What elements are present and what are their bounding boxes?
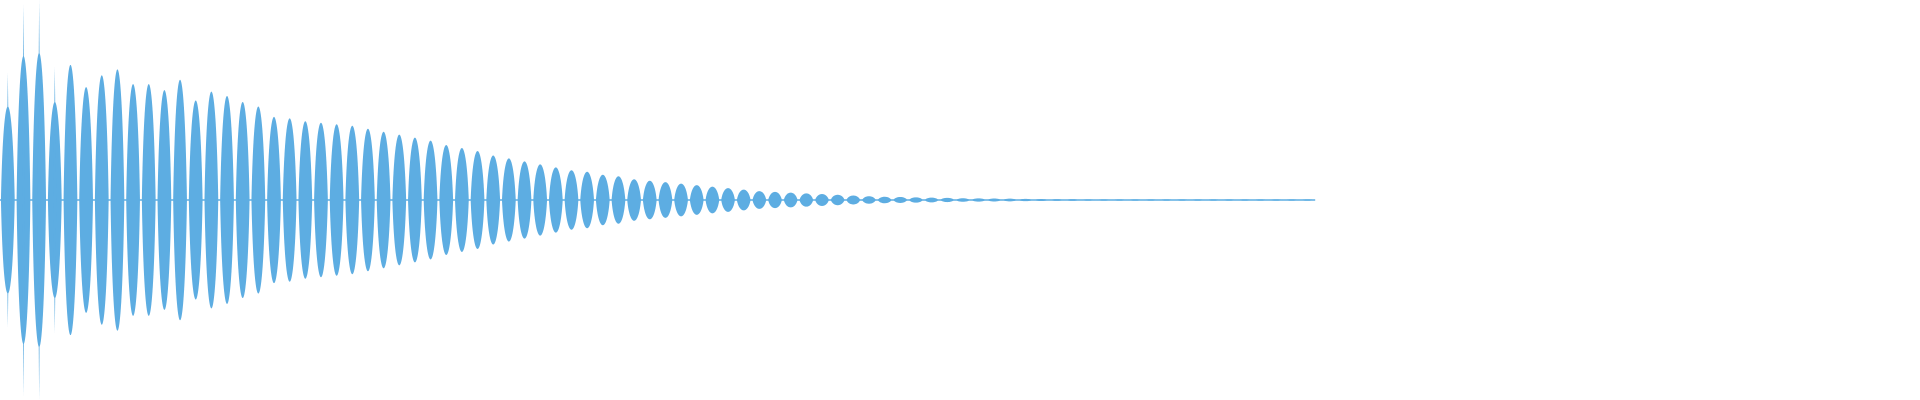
waveform-lobe	[94, 75, 109, 325]
waveform-lobe	[376, 131, 391, 269]
waveform-lobe	[361, 128, 375, 272]
waveform-lobe	[564, 170, 579, 230]
waveform-lobe	[533, 164, 548, 236]
waveform-lobe	[830, 194, 845, 206]
waveform-spike	[37, 0, 41, 400]
waveform-lobe	[1237, 199, 1252, 201]
waveform-lobe	[1018, 198, 1033, 202]
waveform-lobe	[674, 183, 688, 217]
waveform-lobe	[1112, 199, 1127, 201]
waveform-lobe	[486, 155, 501, 245]
waveform-lobe	[1065, 199, 1080, 201]
waveform-lobe	[1175, 199, 1189, 201]
waveform-lobe	[548, 167, 563, 233]
waveform-lobe	[862, 196, 876, 204]
waveform-lobe	[846, 195, 861, 205]
waveform-lobe	[987, 198, 1002, 202]
waveform-lobe	[956, 198, 970, 202]
waveform-lobe	[173, 79, 187, 321]
waveform-lobe	[1034, 198, 1049, 202]
waveform-lobe	[1284, 199, 1299, 201]
waveform-lobe	[705, 186, 720, 214]
waveform-lobe	[736, 189, 751, 211]
waveform-lobe	[251, 106, 266, 294]
waveform-lobe	[627, 179, 641, 221]
waveform-lobe	[924, 197, 939, 203]
waveform-lobe	[455, 148, 469, 252]
waveform-lobe	[595, 174, 610, 226]
waveform-lobe	[1003, 198, 1017, 202]
waveform-lobe	[267, 116, 281, 284]
waveform-lobe	[345, 125, 360, 275]
waveform-lobe	[1190, 199, 1205, 201]
waveform-lobe	[1081, 199, 1096, 201]
waveform-lobe	[721, 188, 735, 212]
waveform-lobe	[314, 122, 328, 278]
waveform-lobe	[580, 171, 595, 229]
waveform-lobe	[1128, 199, 1143, 201]
waveform-lobe	[611, 176, 626, 224]
waveform-lobe	[220, 96, 234, 304]
waveform-lobe	[470, 150, 485, 250]
waveform-lobe	[815, 194, 829, 206]
waveform-lobe	[642, 180, 657, 220]
waveform-lobe	[1159, 199, 1174, 201]
waveform-lobe	[768, 191, 782, 209]
waveform-lobe	[799, 193, 814, 207]
waveform-lobe	[752, 191, 767, 209]
waveform-lobe	[63, 64, 78, 336]
waveform-lobe	[971, 198, 986, 202]
waveform-lobe	[1300, 199, 1315, 201]
waveform-lobe	[141, 84, 156, 316]
waveform-lobe	[1143, 199, 1158, 201]
waveform-lobe	[501, 158, 516, 242]
waveform-lobe	[783, 192, 798, 208]
waveform-lobe	[689, 185, 704, 215]
waveform-lobe	[439, 145, 454, 255]
waveform-lobe	[940, 197, 955, 203]
waveform-lobe	[517, 161, 532, 239]
waveform-lobe	[1049, 199, 1064, 201]
waveform-lobe	[408, 137, 422, 263]
waveform-spike	[21, 4, 25, 396]
waveform-spike	[6, 72, 10, 328]
waveform-lobe	[110, 69, 125, 331]
waveform-lobe	[1206, 199, 1221, 201]
waveform-lobe	[126, 84, 140, 316]
waveform-lobe	[658, 182, 673, 218]
waveform-lobe	[157, 90, 172, 310]
waveform-lobe	[204, 91, 219, 309]
waveform-lobe	[329, 124, 344, 276]
waveform-lobes	[0, 0, 1316, 400]
waveform-lobe	[1222, 199, 1236, 201]
waveform-lobe	[893, 197, 908, 203]
waveform-lobe	[298, 121, 313, 279]
waveform-lobe	[188, 100, 203, 300]
waveform-lobe	[423, 140, 438, 260]
waveform-lobe	[282, 118, 297, 282]
waveform-lobe	[235, 101, 250, 299]
waveform-lobe	[909, 197, 923, 203]
waveform-lobe	[1269, 199, 1283, 201]
waveform-lobe	[1253, 199, 1268, 201]
waveform-lobe	[79, 87, 93, 313]
waveform-spike	[53, 66, 57, 334]
waveform-lobe	[1096, 199, 1111, 201]
waveform-lobe	[392, 134, 407, 266]
waveform-lobe	[877, 196, 892, 204]
